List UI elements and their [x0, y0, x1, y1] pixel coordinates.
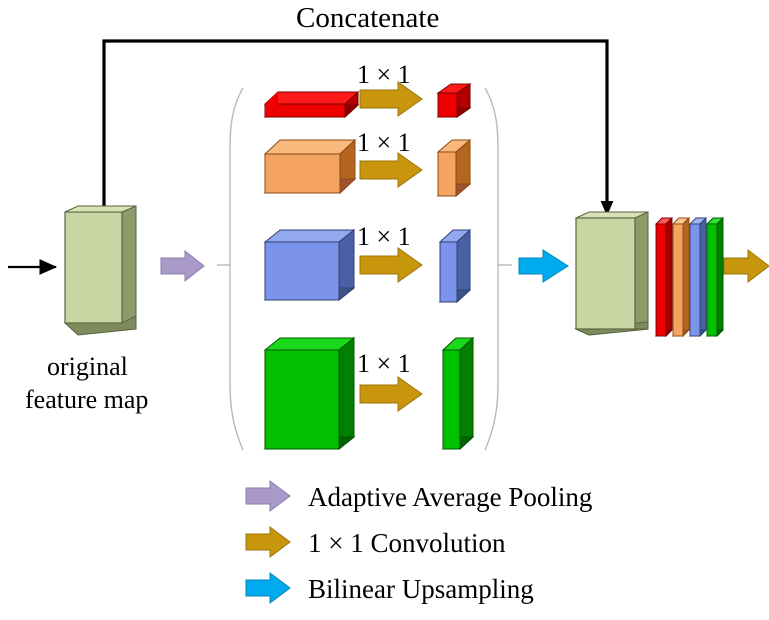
- conv-arrow-level-1: [359, 81, 423, 117]
- output-feature-map-box: [574, 211, 649, 336]
- output-convolution-arrow: [723, 248, 769, 284]
- conv-label-level-4: 1 × 1: [357, 349, 411, 378]
- pyramid-group-right-bracket: [484, 87, 512, 451]
- conv-label-level-2: 1 × 1: [357, 128, 411, 157]
- legend-upsampling-arrow-icon: [245, 572, 291, 604]
- concat-slab-orange: [671, 216, 691, 338]
- pyramid-level-3-output-box: [438, 228, 472, 304]
- legend-label-upsampling: Bilinear Upsampling: [308, 574, 534, 604]
- feature-map-right-face: [121, 205, 137, 324]
- conv-arrow-level-3: [359, 247, 423, 283]
- legend-label-convolution: 1 × 1 Convolution: [308, 528, 506, 558]
- feature-map-front-face: [64, 211, 123, 324]
- pyramid-level-2-input-box: [263, 138, 357, 195]
- concatenate-label: Concatenate: [296, 2, 440, 34]
- pyramid-level-2-output-box: [436, 138, 472, 198]
- concat-slab-green: [705, 216, 725, 338]
- pyramid-level-3-input-box: [263, 228, 356, 302]
- concat-slab-blue: [688, 216, 708, 338]
- legend-label-pooling: Adaptive Average Pooling: [308, 482, 593, 512]
- conv-arrow-level-2: [359, 152, 423, 188]
- original-feature-map-box: [63, 205, 137, 336]
- bilinear-upsampling-arrow: [518, 249, 569, 283]
- legend-convolution-arrow-icon: [245, 526, 291, 558]
- feature-map-label-line2: feature map: [25, 385, 149, 414]
- pyramid-level-1-input-box: [263, 90, 360, 119]
- feature-map-top-bevel: [64, 205, 137, 213]
- concatenate-skip-path: [102, 39, 614, 216]
- pyramid-group-left-bracket: [217, 87, 244, 451]
- feature-map-label-line1: original: [47, 352, 128, 381]
- legend-pooling-arrow-icon: [245, 480, 291, 512]
- conv-label-level-3: 1 × 1: [357, 222, 411, 251]
- pyramid-level-1-output-box: [436, 83, 472, 118]
- conv-arrow-level-4: [359, 376, 423, 412]
- adaptive-average-pooling-arrow: [160, 249, 205, 283]
- pyramid-level-4-output-box: [441, 336, 475, 451]
- pyramid-level-4-input-box: [263, 336, 356, 451]
- concat-slab-red: [654, 216, 674, 338]
